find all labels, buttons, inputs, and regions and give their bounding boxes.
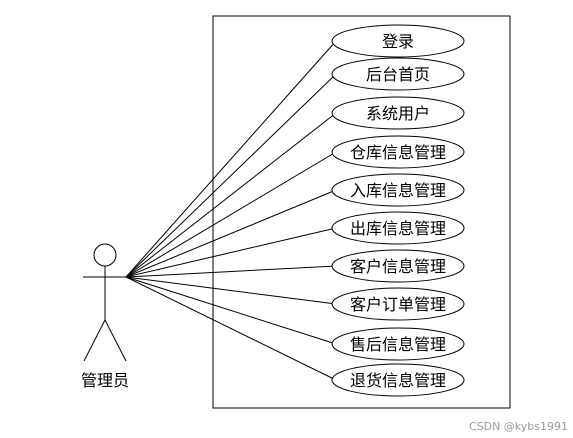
use-case-group: 登录后台首页系统用户仓库信息管理入库信息管理出库信息管理客户信息管理客户订单管理… (331, 24, 465, 397)
actor-figure (83, 243, 127, 362)
use-case-label: 入库信息管理 (350, 181, 446, 200)
use-case-label: 出库信息管理 (350, 219, 446, 238)
use-case-ellipse (331, 327, 465, 361)
use-case-ellipse (331, 24, 465, 58)
use-case: 登录 (331, 24, 465, 58)
association-line (125, 40, 337, 278)
use-case: 客户订单管理 (331, 287, 465, 321)
association-lines (125, 40, 337, 381)
association-line (125, 276, 337, 305)
use-case: 出库信息管理 (331, 211, 465, 245)
use-case-label: 后台首页 (366, 65, 430, 84)
use-case-ellipse (331, 96, 465, 130)
actor-head (93, 243, 117, 267)
use-case-label: 退货信息管理 (350, 371, 446, 390)
use-case-ellipse (331, 135, 465, 169)
system-boundary (212, 15, 511, 409)
use-case: 仓库信息管理 (331, 135, 465, 169)
use-case-ellipse (331, 57, 465, 91)
use-case: 客户信息管理 (331, 249, 465, 283)
use-case: 售后信息管理 (331, 327, 465, 361)
association-line (125, 276, 337, 381)
use-case-ellipse (331, 249, 465, 283)
association-line (125, 276, 337, 345)
use-case-ellipse (331, 363, 465, 397)
actor-left-leg (83, 319, 106, 362)
use-case: 后台首页 (331, 57, 465, 91)
association-line (125, 265, 337, 278)
actor-label: 管理员 (81, 371, 129, 390)
association-line (125, 151, 337, 278)
use-case-label: 客户订单管理 (350, 295, 446, 314)
use-case: 退货信息管理 (331, 363, 465, 397)
association-line (125, 189, 337, 278)
use-case: 入库信息管理 (331, 173, 465, 207)
use-case-ellipse (331, 173, 465, 207)
use-case-label: 售后信息管理 (350, 335, 446, 354)
association-line (125, 112, 337, 278)
use-case-label: 登录 (382, 32, 414, 51)
use-case-ellipse (331, 211, 465, 245)
actor-right-leg (104, 319, 127, 362)
use-case-ellipse (331, 287, 465, 321)
use-case-label: 仓库信息管理 (350, 143, 446, 162)
association-line (125, 73, 337, 278)
use-case-label: 客户信息管理 (350, 257, 446, 276)
association-line (125, 227, 337, 278)
use-case: 系统用户 (331, 96, 465, 130)
watermark: CSDN @kybs1991 (469, 420, 568, 433)
use-case-label: 系统用户 (366, 104, 430, 123)
